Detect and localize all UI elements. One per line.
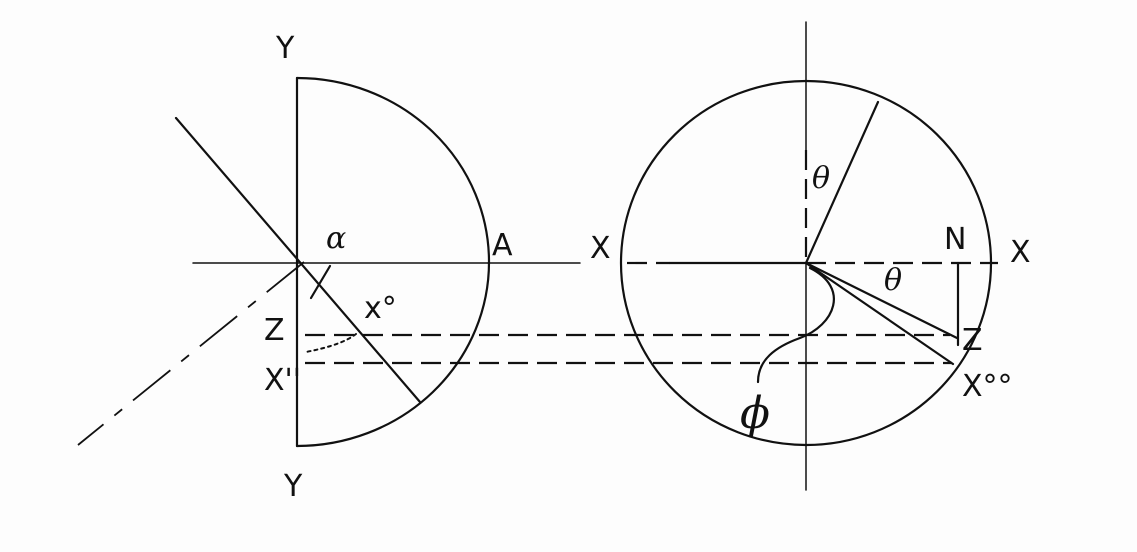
inclined-extension: [77, 261, 305, 446]
label-x-double-left: X'': [264, 363, 301, 398]
dotted-construction: [305, 333, 357, 353]
center-to-z: [804, 261, 959, 340]
half-disc-arc: [295, 76, 491, 448]
phi-leader: [756, 266, 835, 384]
label-y-bottom: Y: [283, 469, 303, 504]
label-y-top: Y: [275, 31, 295, 66]
center-to-x-double: [804, 261, 955, 366]
label-alpha: α: [326, 221, 346, 256]
label-theta-upper: θ: [812, 161, 830, 196]
label-x-left: X: [590, 231, 611, 266]
label-phi: ϕ: [740, 388, 770, 439]
label-x-double-right: X°°: [962, 369, 1013, 404]
label-n: N: [944, 222, 966, 257]
label-x-right: X: [1010, 235, 1031, 270]
label-z-right: Z: [962, 323, 983, 358]
label-x-zero: x°: [364, 291, 397, 326]
theta-radius: [804, 100, 880, 265]
alpha-tick: [309, 264, 332, 300]
label-z-left: Z: [264, 313, 285, 348]
label-a: A: [492, 228, 513, 263]
label-theta-lower: θ: [884, 263, 902, 298]
inclined-line: [174, 116, 422, 404]
